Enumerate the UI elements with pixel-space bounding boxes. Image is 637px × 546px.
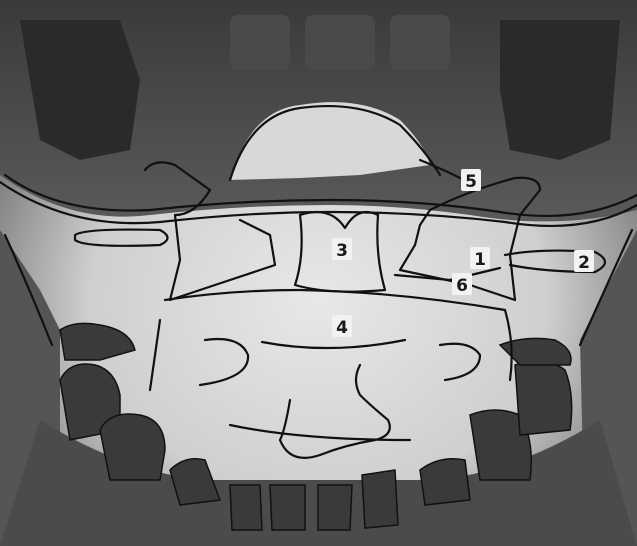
svg-text:2: 2 [578, 253, 590, 273]
svg-text:1: 1 [474, 250, 486, 270]
label-3: 3 [332, 238, 352, 261]
upper-incisor-right [390, 15, 450, 70]
svg-text:5: 5 [465, 172, 477, 192]
label-2: 2 [574, 250, 594, 273]
upper-incisor-left [230, 15, 290, 70]
svg-text:3: 3 [336, 241, 348, 261]
label-1: 1 [470, 247, 490, 270]
svg-text:4: 4 [336, 318, 348, 338]
svg-text:6: 6 [456, 276, 468, 296]
label-5: 5 [461, 169, 481, 192]
label-6: 6 [452, 273, 472, 296]
label-4: 4 [332, 315, 352, 338]
upper-incisor-center [305, 15, 375, 70]
